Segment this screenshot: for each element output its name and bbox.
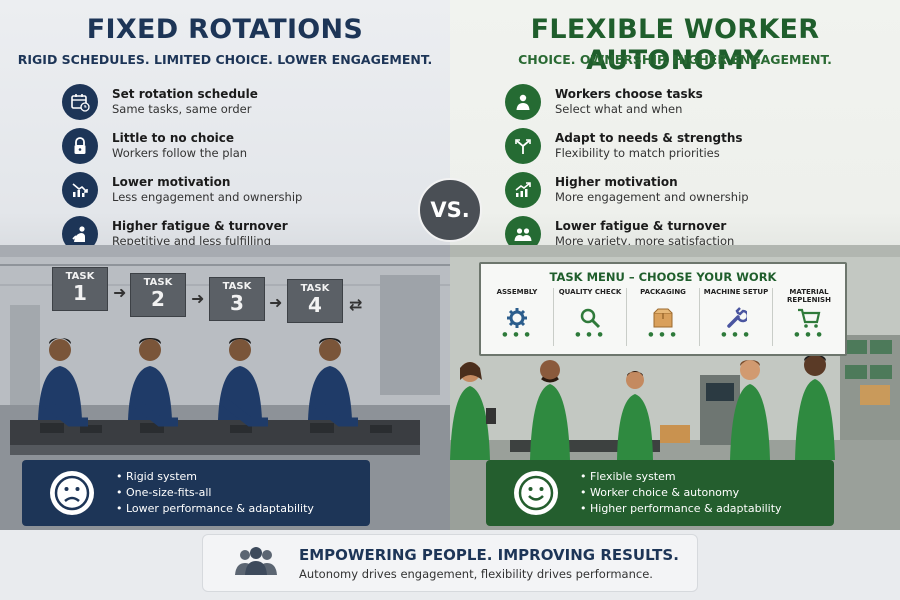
left-summary-panel: • Rigid system • One-size-fits-all • Low… bbox=[22, 460, 370, 526]
task-option-label: ASSEMBLY bbox=[496, 288, 538, 296]
task-option-label: PACKAGING bbox=[640, 288, 686, 296]
task-option-machine-setup[interactable]: MACHINE SETUP ● ● ● bbox=[700, 288, 773, 346]
cart-icon bbox=[773, 305, 845, 331]
left-feature-item: Little to no choice Workers follow the p… bbox=[62, 124, 302, 168]
bullet-item: • Rigid system bbox=[116, 470, 197, 483]
feature-heading: Lower motivation bbox=[112, 175, 231, 189]
left-summary-bullets: • Rigid system • One-size-fits-all • Low… bbox=[116, 469, 314, 517]
person-choice-icon bbox=[505, 84, 541, 120]
left-subtitle: RIGID SCHEDULES. LIMITED CHOICE. LOWER E… bbox=[17, 52, 433, 67]
task-number: 1 bbox=[73, 281, 87, 305]
right-summary-bullets: • Flexible system • Worker choice & auto… bbox=[580, 469, 782, 517]
task-label: TASK bbox=[143, 277, 173, 288]
footer-banner: EMPOWERING PEOPLE. IMPROVING RESULTS. Au… bbox=[202, 534, 698, 592]
wrench-icon bbox=[700, 305, 772, 331]
selection-dots: ● ● ● bbox=[648, 331, 678, 338]
left-feature-item: Lower motivation Less engagement and own… bbox=[62, 168, 302, 212]
box-icon bbox=[627, 305, 699, 331]
feature-subtext: Repetitive and less fulfilling bbox=[112, 234, 272, 248]
task-number: 4 bbox=[308, 293, 322, 317]
right-feature-item: Adapt to needs & strengths Flexibility t… bbox=[505, 124, 749, 168]
task-box-4: TASK 4 bbox=[287, 279, 343, 323]
magnifier-icon bbox=[554, 305, 626, 331]
feature-subtext: Workers follow the plan bbox=[112, 146, 248, 160]
task-option-assembly[interactable]: ASSEMBLY ● ● ● bbox=[481, 288, 554, 346]
feature-subtext: More variety, more satisfaction bbox=[555, 234, 735, 248]
bullet-item: • Lower performance & adaptability bbox=[116, 502, 314, 515]
selection-dots: ● ● ● bbox=[502, 331, 532, 338]
task-option-label: QUALITY CHECK bbox=[558, 288, 622, 296]
footer-headline: EMPOWERING PEOPLE. IMPROVING RESULTS. bbox=[299, 545, 679, 564]
vs-badge: VS. bbox=[418, 178, 482, 242]
selection-dots: ● ● ● bbox=[721, 331, 751, 338]
sad-face-icon bbox=[50, 471, 94, 515]
task-box-1: TASK 1 bbox=[52, 267, 108, 311]
footer-subline: Autonomy drives engagement, flexibility … bbox=[299, 566, 653, 581]
fixed-rotations-panel: FIXED ROTATIONS RIGID SCHEDULES. LIMITED… bbox=[0, 0, 450, 530]
feature-heading: Workers choose tasks bbox=[555, 87, 703, 101]
task-label: TASK bbox=[300, 283, 330, 294]
right-arrow-icon: ➜ bbox=[269, 293, 283, 312]
feature-subtext: Same tasks, same order bbox=[112, 102, 252, 116]
feature-heading: Set rotation schedule bbox=[112, 87, 258, 101]
left-title: FIXED ROTATIONS bbox=[86, 14, 364, 45]
right-feature-item: Lower fatigue & turnover More variety, m… bbox=[505, 212, 749, 256]
feature-heading: Higher fatigue & turnover bbox=[112, 219, 288, 233]
bullet-item: • Flexible system bbox=[580, 470, 676, 483]
feature-subtext: More engagement and ownership bbox=[555, 190, 749, 204]
bidirectional-arrow-icon: ⇄ bbox=[349, 295, 363, 314]
bullet-item: • Worker choice & autonomy bbox=[580, 486, 740, 499]
task-label: TASK bbox=[65, 271, 95, 282]
right-feature-item: Higher motivation More engagement and ow… bbox=[505, 168, 749, 212]
group-icon bbox=[233, 545, 279, 581]
feature-heading: Little to no choice bbox=[112, 131, 235, 145]
declining-chart-icon bbox=[62, 172, 98, 208]
task-label: TASK bbox=[222, 281, 252, 292]
task-menu-board: TASK MENU – CHOOSE YOUR WORK ASSEMBLY ● … bbox=[479, 262, 847, 356]
right-title: FLEXIBLE WORKER AUTONOMY bbox=[530, 14, 820, 76]
task-option-material-replenish[interactable]: MATERIAL REPLENISH ● ● ● bbox=[773, 288, 845, 346]
worker-figures bbox=[38, 338, 358, 427]
task-option-label: MACHINE SETUP bbox=[703, 288, 769, 296]
feature-heading: Higher motivation bbox=[555, 175, 678, 189]
left-feature-item: Set rotation schedule Same tasks, same o… bbox=[62, 80, 302, 124]
right-summary-panel: • Flexible system • Worker choice & auto… bbox=[486, 460, 834, 526]
task-option-packaging[interactable]: PACKAGING ● ● ● bbox=[627, 288, 700, 346]
feature-heading: Adapt to needs & strengths bbox=[555, 131, 743, 145]
selection-dots: ● ● ● bbox=[794, 331, 824, 338]
happy-face-icon bbox=[514, 471, 558, 515]
calendar-icon bbox=[62, 84, 98, 120]
right-subtitle: CHOICE. OWNERSHIP. HIGHER ENGAGEMENT. bbox=[518, 52, 832, 67]
feature-subtext: Select what and when bbox=[555, 102, 683, 116]
bullet-item: • Higher performance & adaptability bbox=[580, 502, 782, 515]
lock-icon bbox=[62, 128, 98, 164]
bullet-item: • One-size-fits-all bbox=[116, 486, 212, 499]
gear-icon bbox=[481, 305, 553, 331]
task-menu-title: TASK MENU – CHOOSE YOUR WORK bbox=[549, 270, 777, 284]
task-option-quality-check[interactable]: QUALITY CHECK ● ● ● bbox=[554, 288, 627, 346]
task-option-label: MATERIAL REPLENISH bbox=[787, 288, 831, 304]
task-number: 3 bbox=[230, 291, 244, 315]
task-box-2: TASK 2 bbox=[130, 273, 186, 317]
task-box-3: TASK 3 bbox=[209, 277, 265, 321]
selection-dots: ● ● ● bbox=[575, 331, 605, 338]
feature-subtext: Less engagement and ownership bbox=[112, 190, 303, 204]
feature-subtext: Flexibility to match priorities bbox=[555, 146, 720, 160]
worker-figures bbox=[450, 354, 835, 460]
right-arrow-icon: ➜ bbox=[191, 289, 205, 308]
feature-heading: Lower fatigue & turnover bbox=[555, 219, 727, 233]
split-arrows-icon bbox=[505, 128, 541, 164]
rising-chart-icon bbox=[505, 172, 541, 208]
right-feature-list: Workers choose tasks Select what and whe… bbox=[505, 80, 749, 256]
left-feature-list: Set rotation schedule Same tasks, same o… bbox=[62, 80, 302, 256]
right-arrow-icon: ➜ bbox=[113, 283, 127, 302]
right-feature-item: Workers choose tasks Select what and whe… bbox=[505, 80, 749, 124]
task-number: 2 bbox=[151, 287, 165, 311]
